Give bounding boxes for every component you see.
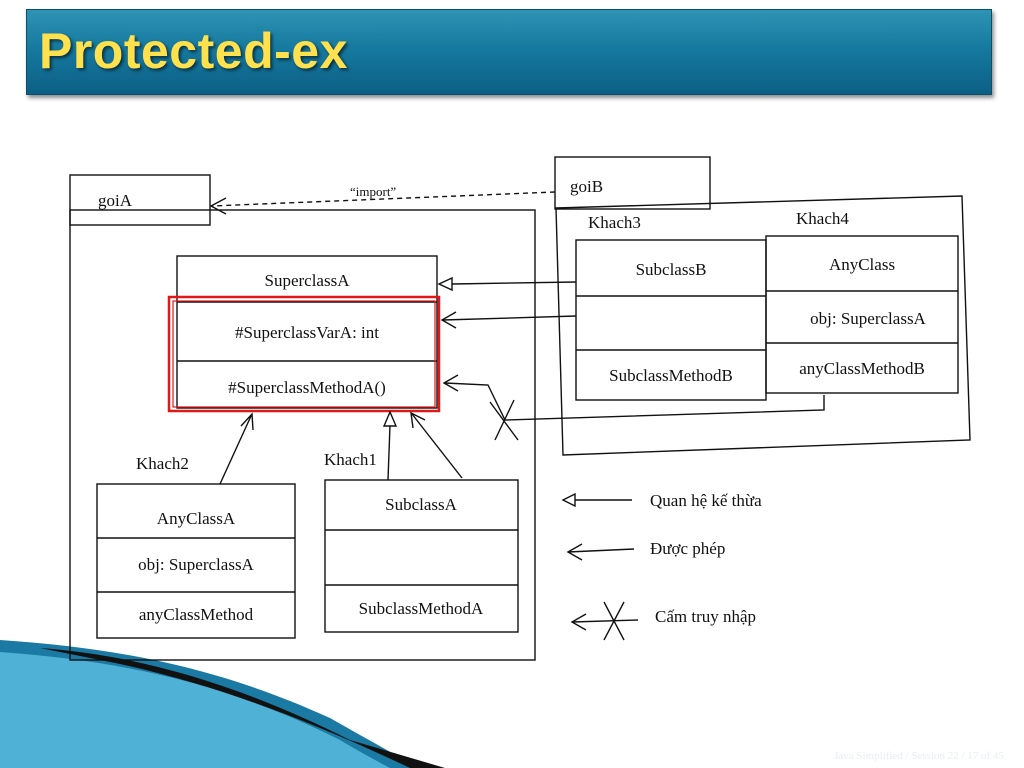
legend-allowed: Được phép — [566, 539, 725, 561]
title-bar: Protected-ex — [26, 9, 992, 95]
package-goiA-tab — [69, 174, 211, 226]
package-goiB-body — [555, 195, 971, 456]
subclassB-method: SubclassMethodB — [609, 366, 733, 385]
slide-title: Protected-ex — [39, 23, 348, 79]
legend-denied: Cấm truy nhập — [570, 601, 756, 641]
khach4-label: Khach4 — [796, 209, 849, 228]
khach2-label: Khach2 — [136, 454, 189, 473]
class-subclassB: SubclassB SubclassMethodB — [575, 239, 767, 401]
package-goiA: goiA — [69, 174, 536, 661]
inheritance-subclassB — [437, 276, 577, 292]
legend-denied-label: Cấm truy nhập — [655, 607, 756, 626]
inheritance-subclassA — [382, 410, 398, 481]
anyClassA-name: AnyClassA — [157, 509, 236, 528]
legend-inheritance: Quan hệ kế thừa — [561, 491, 762, 510]
legend: Quan hệ kế thừa Được phép Cấm truy nhập — [561, 491, 762, 641]
class-subclassA: SubclassA SubclassMethodA — [324, 479, 519, 633]
access-subclassA — [410, 411, 463, 479]
khach3-label: Khach3 — [588, 213, 641, 232]
protected-members-highlight — [167, 295, 441, 413]
access-anyClassA — [219, 412, 254, 485]
package-goiA-label: goiA — [98, 191, 133, 210]
slide-footer: Java Simplified / Session 22 / 17 of 45 — [834, 750, 1004, 762]
anyClass-method: anyClassMethodB — [799, 359, 925, 378]
anyClass-attribute: obj: SuperclassA — [810, 309, 926, 328]
class-anyClass: AnyClass obj: SuperclassA anyClassMethod… — [765, 235, 959, 394]
package-goiB-label: goiB — [570, 177, 603, 196]
access-anyClass-denied — [442, 374, 825, 441]
class-superclassA: SuperclassA #SuperclassVarA: int #Superc… — [176, 255, 438, 409]
superclassA-attribute: #SuperclassVarA: int — [235, 323, 379, 342]
package-goiB-tab — [554, 156, 711, 210]
superclassA-method: #SuperclassMethodA() — [228, 378, 386, 397]
access-subclassB-var — [440, 311, 577, 329]
package-goiB: goiB — [554, 156, 971, 456]
anyClassA-method: anyClassMethod — [139, 605, 254, 624]
package-goiA-body — [69, 209, 536, 661]
superclassA-name: SuperclassA — [265, 271, 351, 290]
subclassA-name: SubclassA — [385, 495, 458, 514]
legend-allowed-label: Được phép — [650, 539, 725, 558]
anyClassA-attribute: obj: SuperclassA — [138, 555, 254, 574]
anyClass-name: AnyClass — [829, 255, 895, 274]
import-label: “import” — [350, 184, 396, 199]
khach1-label: Khach1 — [324, 450, 377, 469]
subclassB-name: SubclassB — [636, 260, 707, 279]
class-anyClassA: AnyClassA obj: SuperclassA anyClassMetho… — [96, 483, 296, 639]
subclassA-method: SubclassMethodA — [359, 599, 484, 618]
decorative-wave — [0, 640, 445, 768]
legend-inheritance-label: Quan hệ kế thừa — [650, 491, 762, 510]
import-dependency: “import” — [209, 184, 556, 215]
